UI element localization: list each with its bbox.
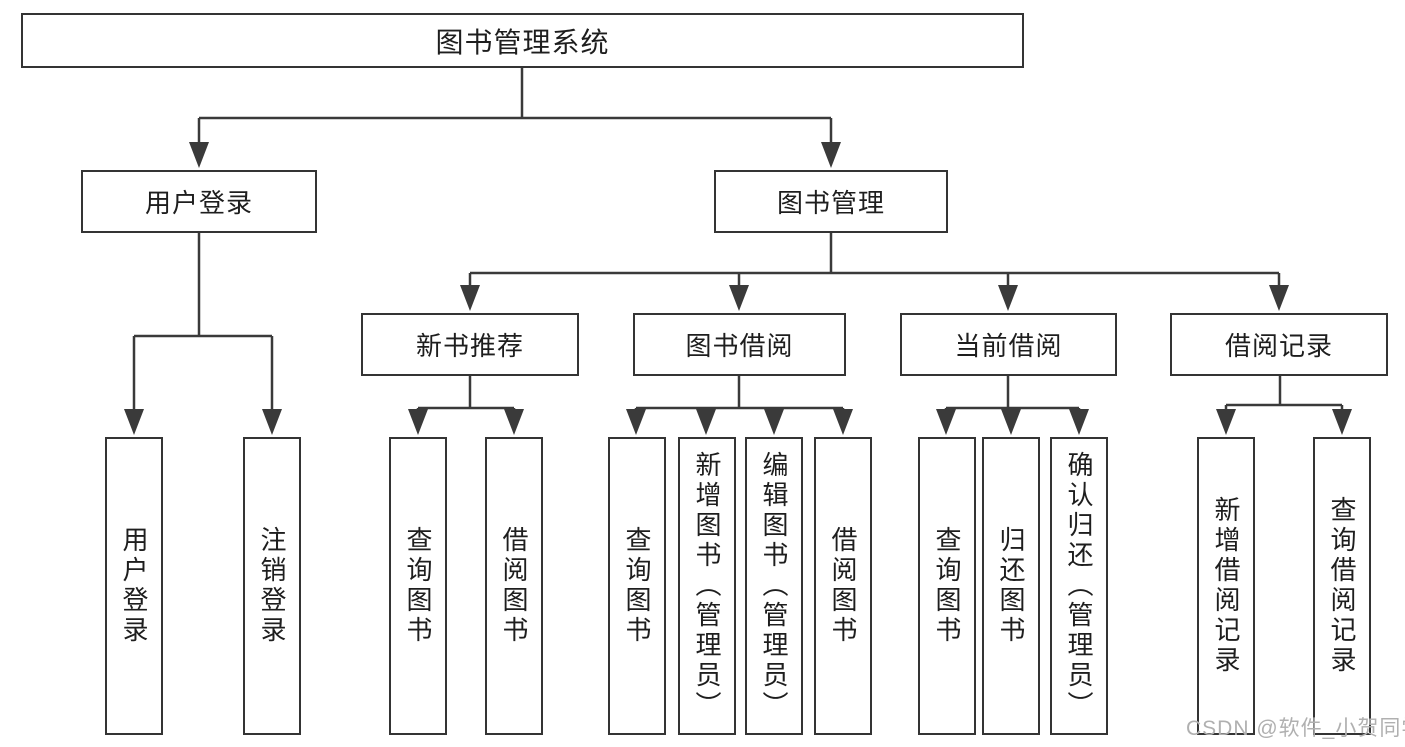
leaf-label: 用户登录: [119, 526, 149, 646]
leaf-label: 编辑图书（管理员）: [759, 451, 789, 721]
leaf-label: 借阅图书: [828, 526, 858, 646]
node-label: 图书借阅: [685, 331, 794, 361]
leaf-current-query-books: 查询图书: [918, 437, 976, 735]
leaf-user-login: 用户登录: [105, 437, 163, 735]
leaf-edit-book-admin: 编辑图书（管理员）: [745, 437, 803, 735]
leaf-borrow-query-books: 查询图书: [608, 437, 666, 735]
leaf-add-book-admin: 新增图书（管理员）: [678, 437, 736, 735]
csdn-watermark: CSDN @软件_小贺同学: [1186, 717, 1405, 740]
node-label: 图书管理系统: [435, 26, 610, 58]
leaf-label: 查询借阅记录: [1327, 496, 1357, 676]
node-label: 图书管理: [776, 188, 885, 218]
node-user-login: 用户登录: [81, 170, 317, 233]
node-label: 新书推荐: [415, 331, 524, 361]
node-label: 用户登录: [144, 188, 253, 218]
leaf-label: 查询图书: [932, 526, 962, 646]
node-label: 借阅记录: [1224, 331, 1333, 361]
leaf-query-borrow-record: 查询借阅记录: [1313, 437, 1371, 735]
leaf-label: 查询图书: [403, 526, 433, 646]
leaf-add-borrow-record: 新增借阅记录: [1197, 437, 1255, 735]
node-label: 当前借阅: [954, 331, 1063, 361]
leaf-label: 注销登录: [257, 526, 287, 646]
leaf-return-books: 归还图书: [982, 437, 1040, 735]
leaf-logout: 注销登录: [243, 437, 301, 735]
leaf-label: 确认归还（管理员）: [1064, 451, 1094, 721]
leaf-newbook-borrow-books: 借阅图书: [485, 437, 543, 735]
node-book-management: 图书管理: [714, 170, 948, 233]
leaf-label: 归还图书: [996, 526, 1026, 646]
leaf-newbook-query-books: 查询图书: [389, 437, 447, 735]
node-new-book-recommend: 新书推荐: [361, 313, 579, 376]
leaf-borrow-books: 借阅图书: [814, 437, 872, 735]
leaf-label: 新增借阅记录: [1211, 496, 1241, 676]
leaf-label: 新增图书（管理员）: [692, 451, 722, 721]
leaf-label: 借阅图书: [499, 526, 529, 646]
node-library-management-system: 图书管理系统: [21, 13, 1024, 68]
node-current-borrowing: 当前借阅: [900, 313, 1117, 376]
node-book-borrowing: 图书借阅: [633, 313, 846, 376]
leaf-label: 查询图书: [622, 526, 652, 646]
node-borrowing-records: 借阅记录: [1170, 313, 1388, 376]
leaf-confirm-return-admin: 确认归还（管理员）: [1050, 437, 1108, 735]
